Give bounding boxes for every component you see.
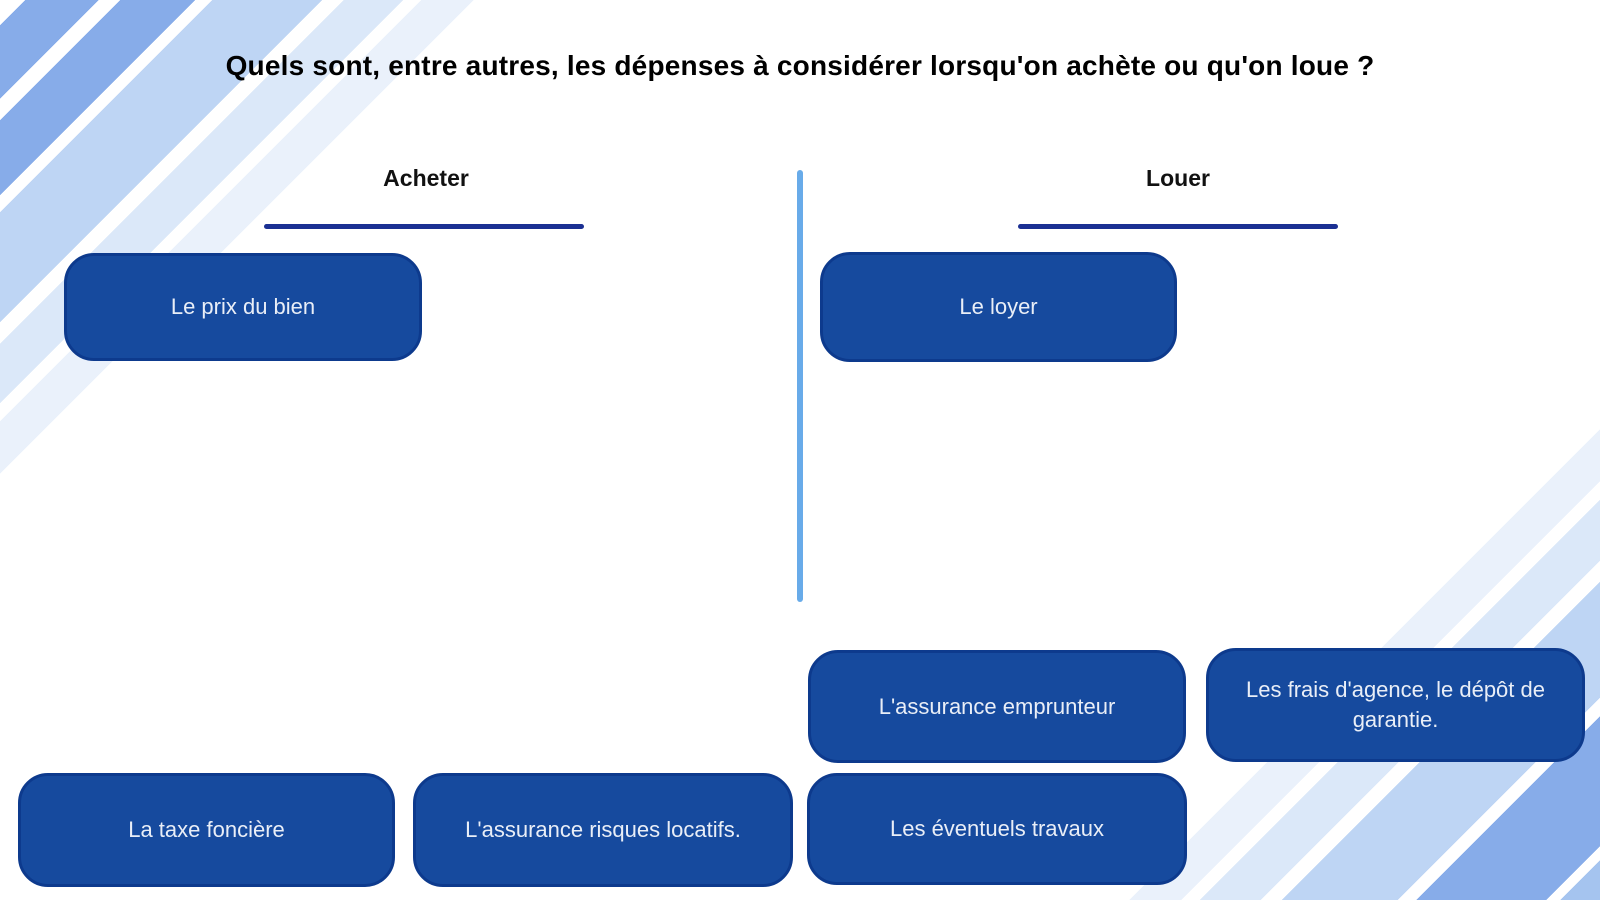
card-le-prix-du-bien[interactable]: Le prix du bien xyxy=(64,253,422,361)
card-frais-agence-depot-garantie[interactable]: Les frais d'agence, le dépôt de garantie… xyxy=(1206,648,1585,762)
card-taxe-fonciere[interactable]: La taxe foncière xyxy=(18,773,395,887)
card-eventuels-travaux[interactable]: Les éventuels travaux xyxy=(807,773,1187,885)
column-underline-acheter xyxy=(264,224,584,229)
card-assurance-risques-locatifs[interactable]: L'assurance risques locatifs. xyxy=(413,773,793,887)
column-header-acheter: Acheter xyxy=(383,165,469,191)
column-divider-line xyxy=(797,170,803,602)
question-title: Quels sont, entre autres, les dépenses à… xyxy=(225,50,1375,81)
column-underline-louer xyxy=(1018,224,1338,229)
card-assurance-emprunteur[interactable]: L'assurance emprunteur xyxy=(808,650,1186,763)
card-le-loyer[interactable]: Le loyer xyxy=(820,252,1177,362)
column-header-louer: Louer xyxy=(1146,165,1210,191)
